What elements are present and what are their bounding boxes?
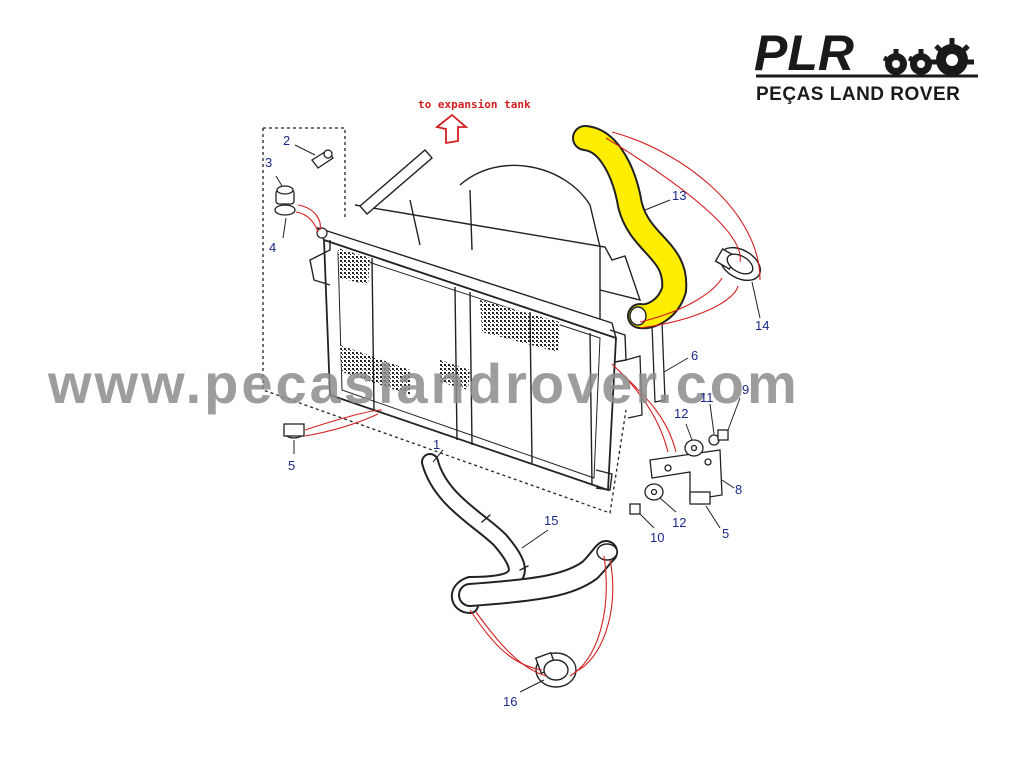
top-hose [572, 125, 688, 330]
washer-12b [644, 483, 664, 501]
logo-tagline: PEÇAS LAND ROVER [756, 84, 960, 105]
bleed-screw [275, 185, 295, 205]
callout-9: 9 [742, 382, 749, 397]
drain-plug [311, 149, 334, 169]
leader-lines [295, 131, 761, 677]
callout-10: 10 [650, 530, 664, 545]
callout-11: 11 [700, 390, 714, 405]
rubber-mount-left [283, 423, 305, 439]
callout-15: 15 [544, 513, 558, 528]
core-fins [340, 345, 410, 395]
rubber-mount-right [689, 491, 711, 505]
callout-3: 3 [265, 155, 272, 170]
callout-lines [275, 144, 761, 693]
callout-13: 13 [672, 188, 686, 203]
callout-14: 14 [755, 318, 769, 333]
up-arrow-icon [434, 113, 469, 145]
callout-1: 1 [433, 437, 440, 452]
callout-5-right: 5 [722, 526, 729, 541]
fan-cowl [354, 164, 642, 320]
callout-16: 16 [503, 694, 517, 709]
sealing-washer [274, 204, 296, 216]
callout-5-left: 5 [288, 458, 295, 473]
watermark: www.pecaslandrover.com [47, 352, 800, 415]
expansion-tank-note: to expansion tank [418, 98, 531, 111]
bottom-hose [421, 453, 618, 614]
gears-icon [882, 38, 974, 76]
overflow-pipe [359, 149, 433, 215]
hose-clip-bottom [534, 651, 577, 688]
core-fins [338, 248, 370, 285]
callout-12-bottom: 12 [672, 515, 686, 530]
assembly-boundary [262, 127, 627, 514]
washer-12a [684, 439, 704, 457]
callout-12-top: 12 [674, 406, 688, 421]
callout-2: 2 [283, 133, 290, 148]
callout-6: 6 [691, 348, 698, 363]
hose-clip-top [714, 246, 761, 282]
logo-name: PLR [754, 25, 854, 81]
callout-8: 8 [735, 482, 742, 497]
core-fins [440, 360, 470, 390]
brand-logo: PLR PEÇAS LAND ROVER [754, 25, 978, 105]
filler-neck [316, 227, 328, 239]
callout-numbers: 2 3 4 5 1 13 14 6 9 11 12 8 12 10 5 15 1… [265, 133, 769, 709]
bolt-10 [629, 503, 641, 515]
core-fins [480, 300, 560, 352]
bolt-9 [717, 429, 729, 441]
radiator [309, 226, 627, 492]
callout-4: 4 [269, 240, 276, 255]
